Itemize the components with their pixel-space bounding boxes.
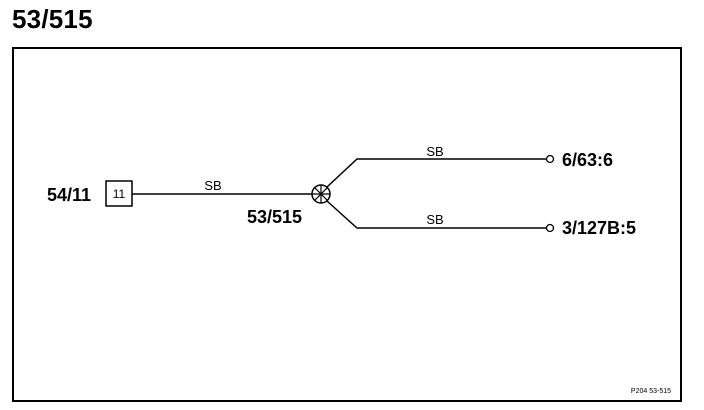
connector-pin-number: 11 [113, 187, 126, 201]
splice-symbol [311, 184, 331, 204]
splice-label: 53/515 [247, 207, 302, 227]
wire-branch-upper-color-code: SB [426, 144, 443, 159]
destination-upper-label: 6/63:6 [562, 150, 613, 170]
wire-branch-lower [326, 200, 546, 229]
wire-branch-upper [326, 158, 546, 188]
terminal-upper [545, 154, 555, 164]
terminal-lower [545, 223, 555, 233]
destination-lower-label: 3/127B:5 [562, 218, 636, 238]
source-connector-label: 54/11 [47, 185, 91, 205]
wire-branch-lower-color-code: SB [426, 212, 443, 227]
diagram-frame [12, 47, 682, 402]
wire-main-color-code: SB [204, 178, 221, 193]
page-title: 53/515 [12, 4, 93, 34]
reference-code: P204 53-515 [631, 388, 671, 395]
connector-pin-box [105, 180, 133, 207]
